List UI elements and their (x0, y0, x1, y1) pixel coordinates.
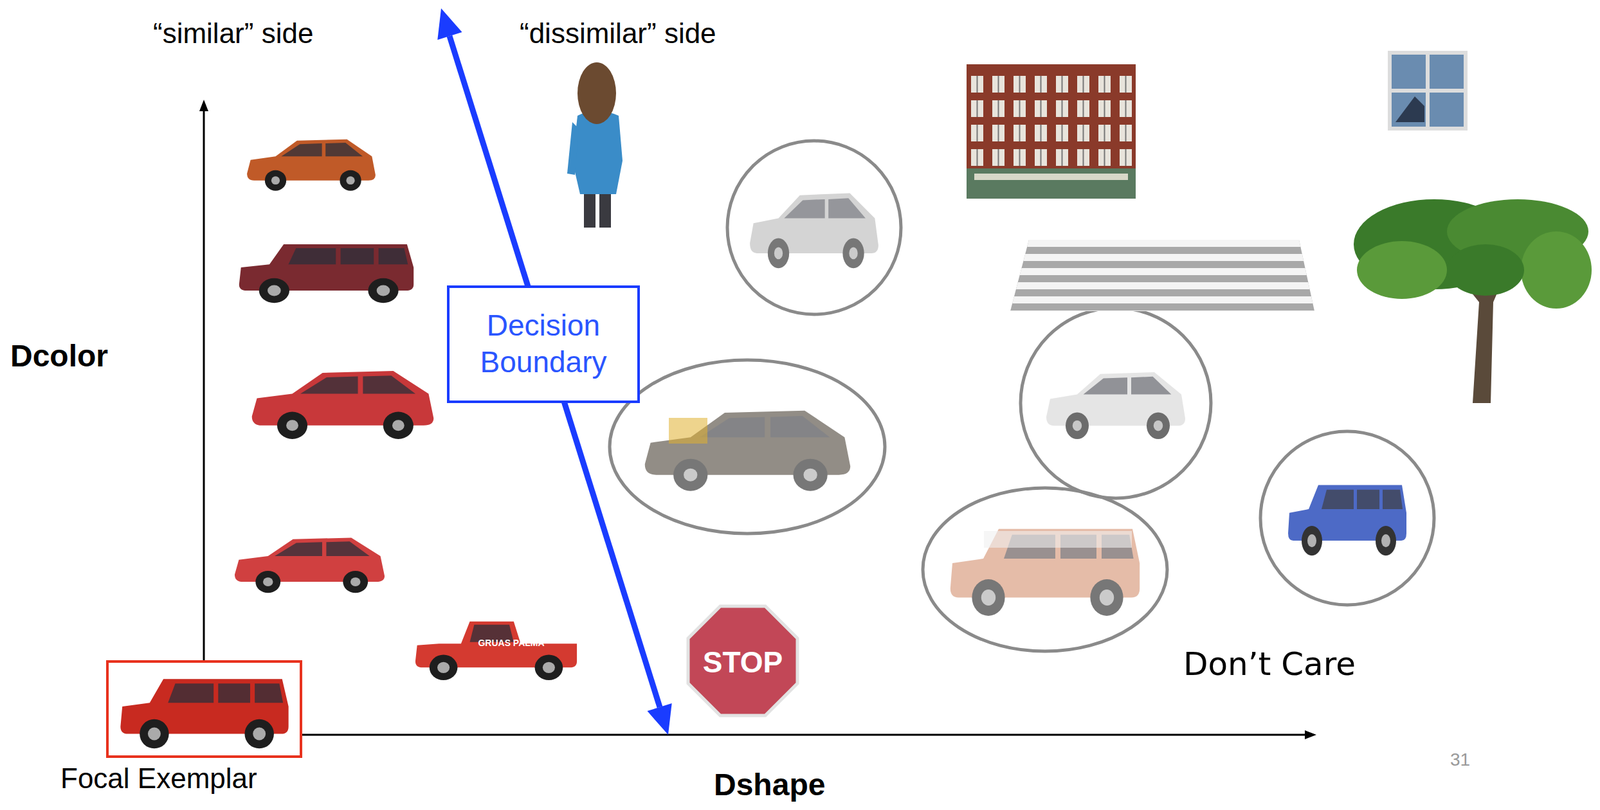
blue-jeep (1260, 431, 1435, 606)
orange-car (246, 139, 376, 191)
region-label: Don’t Care (1183, 646, 1356, 684)
axis-label: Dshape (713, 767, 826, 803)
maroon-suv (239, 244, 414, 303)
axis-label: Dcolor (10, 338, 109, 374)
red-hatchback (252, 371, 435, 440)
vehicle-lettering: GRUAS PALMA (477, 637, 545, 649)
silver-car (727, 140, 901, 315)
decision-boundary-box: Decision Boundary (446, 285, 640, 404)
tree (1353, 199, 1592, 404)
x-axis (302, 730, 1317, 740)
building (966, 64, 1136, 199)
sign-text: STOP (702, 645, 783, 680)
taxi (609, 360, 885, 534)
white-car (1020, 308, 1211, 499)
red-small-car (234, 537, 385, 593)
focal-exemplar-box: Focal Exemplar (106, 660, 303, 759)
focal-jeep (120, 679, 289, 749)
woman (567, 62, 623, 228)
boundary-label: Decision Boundary (459, 307, 628, 382)
y-axis (199, 99, 209, 661)
van (922, 488, 1168, 652)
crosswalk (1010, 239, 1315, 312)
window (1389, 52, 1466, 129)
exemplar-label: Focal Exemplar (60, 763, 258, 795)
side-label: “similar” side (153, 17, 314, 51)
slide-number: 31 (1450, 749, 1471, 771)
red-pickup (415, 621, 577, 681)
stop-sign (688, 606, 798, 716)
side-label: “dissimilar” side (519, 17, 717, 51)
